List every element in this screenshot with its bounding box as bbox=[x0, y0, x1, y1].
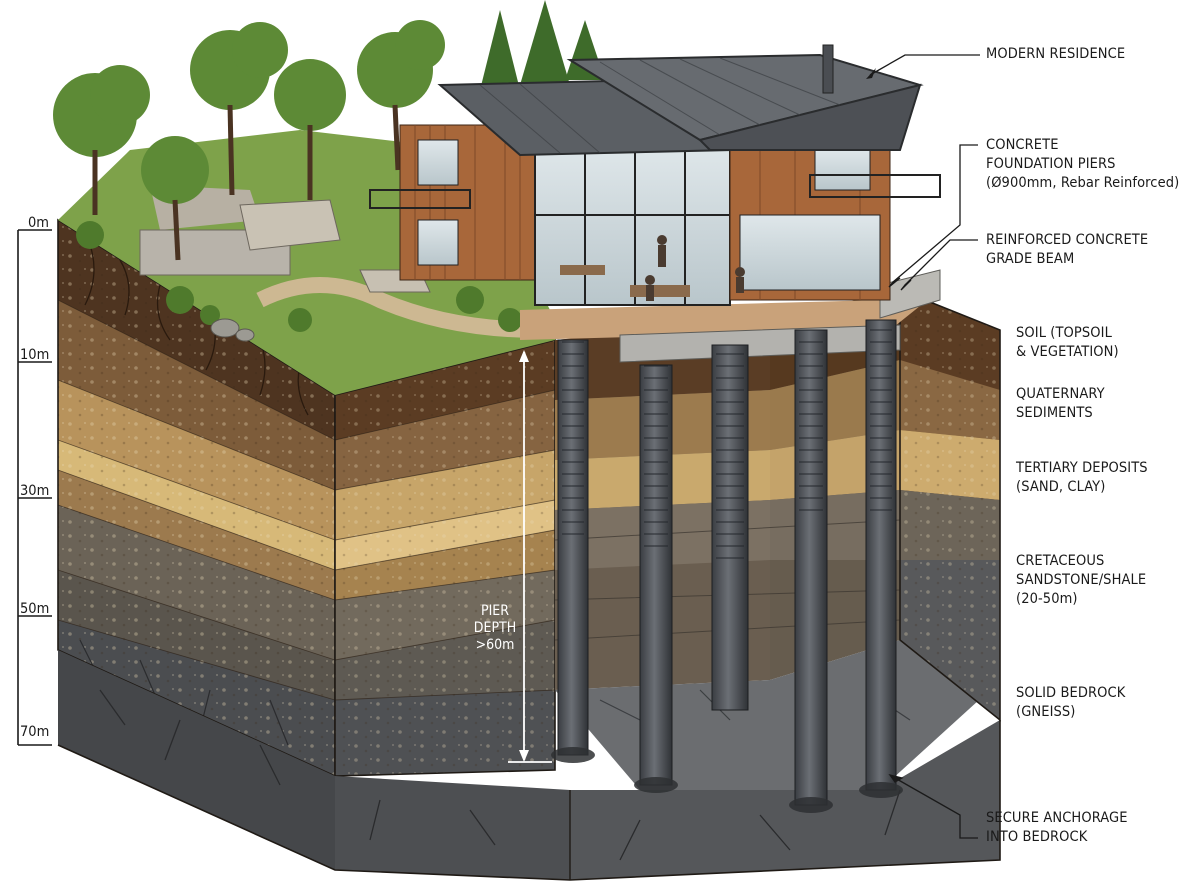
left-block-side-face bbox=[334, 338, 556, 777]
callout-anchorage: SECURE ANCHORAGE INTO BEDROCK bbox=[986, 810, 1128, 845]
callout-cretaceous: CRETACEOUS SANDSTONE/SHALE (20-50m) bbox=[1016, 553, 1147, 607]
house bbox=[369, 44, 941, 363]
callout-grade-beam: REINFORCED CONCRETE GRADE BEAM bbox=[986, 232, 1149, 267]
foundation-piers bbox=[551, 319, 903, 813]
bedrock-foreground bbox=[57, 650, 1001, 881]
depth-tick-30m: 30m bbox=[20, 483, 50, 499]
callout-quaternary-sediments: QUATERNARY SEDIMENTS bbox=[1016, 386, 1105, 421]
background-trees bbox=[53, 0, 605, 261]
callout-leaders bbox=[866, 54, 980, 839]
callout-bedrock: SOLID BEDROCK (GNEISS) bbox=[1016, 685, 1126, 720]
left-block-front-face bbox=[57, 218, 336, 778]
callout-modern-residence: MODERN RESIDENCE bbox=[986, 46, 1126, 62]
right-block bbox=[899, 288, 1001, 722]
callout-tertiary-deposits: TERTIARY DEPOSITS (SAND, CLAY) bbox=[1016, 460, 1148, 495]
pier-depth-label: PIER DEPTH >60m bbox=[473, 603, 517, 653]
pier-depth-arrow bbox=[508, 350, 552, 763]
depth-tick-70m: 70m bbox=[20, 724, 50, 740]
depth-tick-0m: 0m bbox=[28, 215, 50, 231]
depth-scale-bar bbox=[17, 229, 52, 746]
callout-soil: SOIL (TOPSOIL & VEGETATION) bbox=[1016, 325, 1119, 360]
callout-foundation-piers: CONCRETE FOUNDATION PIERS (Ø900mm, Rebar… bbox=[986, 137, 1180, 191]
depth-tick-10m: 10m bbox=[20, 347, 50, 363]
depth-tick-50m: 50m bbox=[20, 601, 50, 617]
